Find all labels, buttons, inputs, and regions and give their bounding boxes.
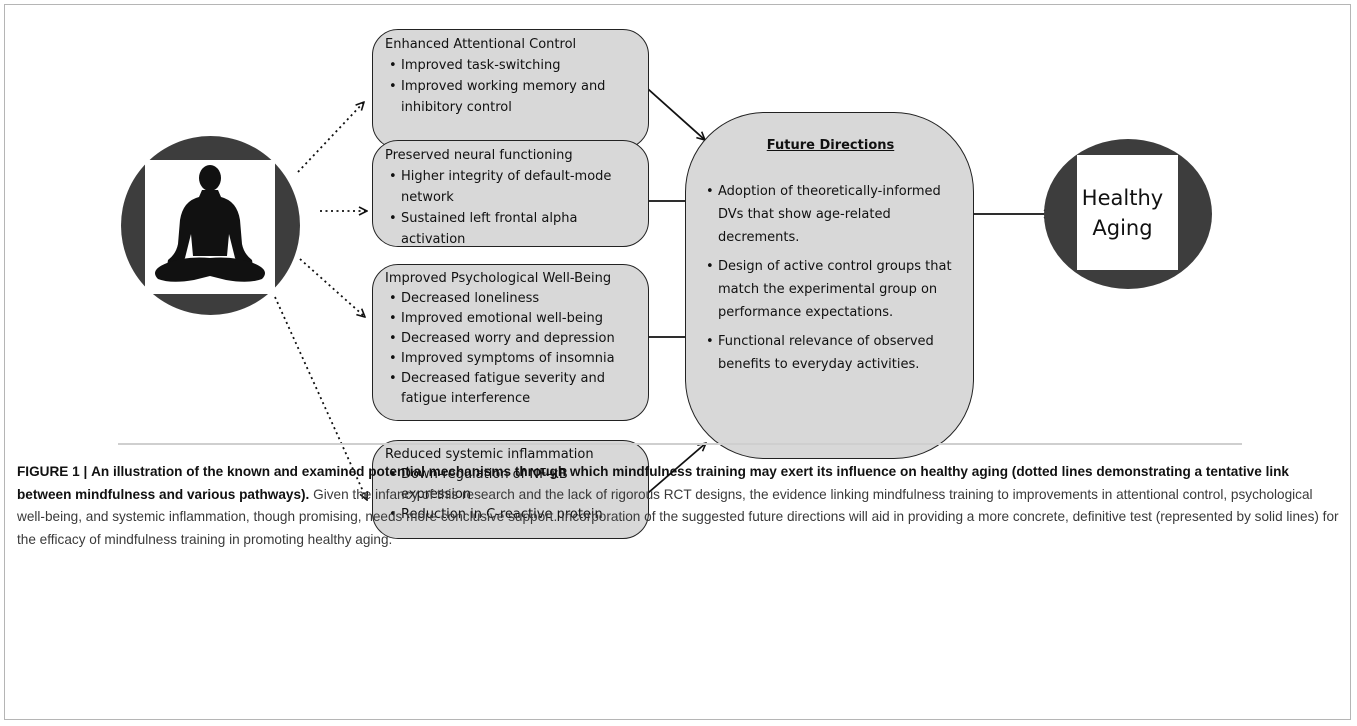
mechanism-item: Improved emotional well-being: [385, 309, 638, 329]
mechanism-item: Improved working memory and inhibitory c…: [385, 76, 638, 118]
dotted-link-inflammation: [274, 296, 367, 500]
mechanism-box-neural: Preserved neural functioning Higher inte…: [372, 140, 649, 247]
mechanism-item: Decreased fatigue severity and fatigue i…: [385, 369, 638, 409]
caption-body: Given the infancy of this research and t…: [17, 486, 1339, 548]
dotted-link-attention: [297, 102, 364, 173]
figure-caption: FIGURE 1 | An illustration of the known …: [17, 461, 1342, 552]
caption-label: FIGURE 1 |: [17, 464, 88, 479]
mechanism-item: Reduction in C-reactive protein: [385, 505, 638, 525]
mechanism-box-attention: Enhanced Attentional Control Improved ta…: [372, 29, 649, 149]
outcome-label: Healthy Aging: [1077, 155, 1178, 270]
mechanism-box-wellbeing: Improved Psychological Well-Being Decrea…: [372, 264, 649, 421]
mechanism-item: Decreased loneliness: [385, 289, 638, 309]
dotted-link-wellbeing: [299, 258, 365, 317]
mechanism-item: Sustained left frontal alpha activation: [385, 208, 638, 250]
mechanism-title: Enhanced Attentional Control: [385, 37, 577, 52]
caption-title: An illustration of the known and examine…: [17, 464, 1289, 502]
mechanism-box-inflammation: Reduced systemic inflammation Down-regul…: [372, 440, 649, 539]
future-direction-item: Design of active control groups that mat…: [702, 255, 959, 324]
mechanism-item: Improved task-switching: [385, 55, 638, 76]
mechanism-item: Improved symptoms of insomnia: [385, 349, 638, 369]
future-direction-item: Functional relevance of observed benefit…: [702, 330, 959, 376]
mechanism-item: Higher integrity of default-mode network: [385, 166, 638, 208]
solid-link-inflammation: [647, 443, 706, 494]
figure-divider: [118, 443, 1242, 445]
future-directions-box: Future Directions Adoption of theoretica…: [685, 112, 974, 459]
mechanism-title: Preserved neural functioning: [385, 148, 573, 163]
figure-frame: [4, 4, 1351, 720]
future-direction-item: Adoption of theoretically-informed DVs t…: [702, 180, 959, 249]
meditation-silhouette-icon: [145, 160, 275, 294]
solid-link-attention: [647, 88, 705, 140]
future-directions-title: Future Directions: [766, 138, 895, 153]
mechanism-title: Improved Psychological Well-Being: [385, 271, 612, 286]
mechanism-title: Reduced systemic inflammation: [385, 447, 594, 462]
mechanism-item: Decreased worry and depression: [385, 329, 638, 349]
mechanism-item: Down-regulation of NF-κB expression: [385, 465, 638, 505]
